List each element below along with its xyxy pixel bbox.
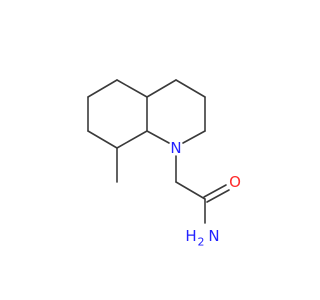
bond-ring2-d (182, 130, 206, 144)
bond-ring1-d (87, 130, 118, 149)
bond-carbonyl-double-1 (203, 184, 227, 198)
bond-carbonyl-double-2 (206, 189, 230, 203)
bond-ring2-a (146, 79, 177, 98)
molecule-structure: N O H 2 N (87, 79, 241, 249)
amide-hydrogen-label: H (185, 227, 196, 245)
amide-nitrogen-label: N (208, 227, 219, 245)
bond-ring1-b (87, 79, 118, 98)
bond-ring2-b (175, 79, 206, 98)
bond-ch2-carbonyl (175, 181, 206, 200)
carbonyl-oxygen-label: O (229, 173, 241, 191)
bond-ring1-a (116, 79, 148, 98)
ring-nitrogen-label: N (170, 139, 181, 157)
bond-ring1-e (116, 130, 148, 149)
bond-ring2-e (146, 130, 170, 144)
amide-hydrogen-subscript: 2 (198, 236, 205, 249)
